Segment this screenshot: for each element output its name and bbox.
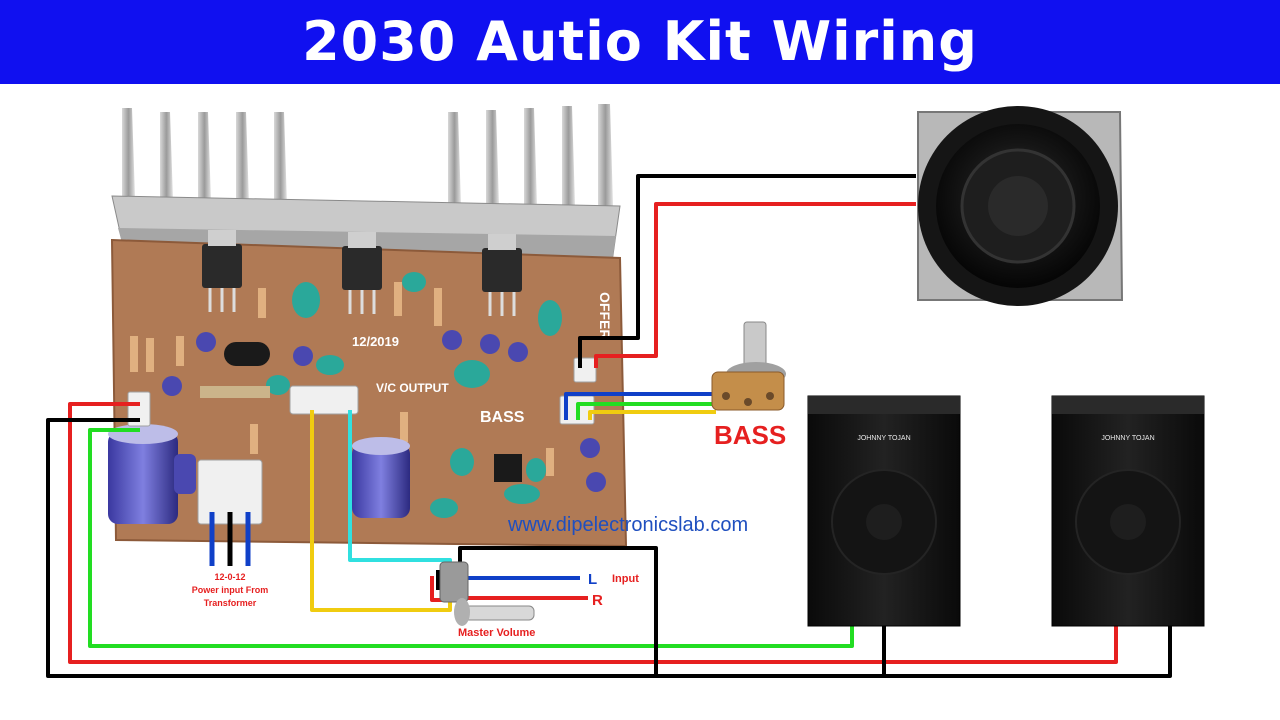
wire-speaker-green: [88, 428, 854, 648]
page-title: 2030 Autio Kit Wiring: [302, 10, 978, 73]
amplifier-board: 12/2019 V/C OUTPUT BASS OFFER: [108, 104, 628, 548]
channel-r-label: R: [592, 592, 603, 609]
board-vc-output-label: V/C OUTPUT: [376, 381, 449, 395]
filter-capacitor-center: [352, 437, 410, 518]
capacitor: [174, 454, 196, 494]
power-label-line3: Transformer: [204, 598, 257, 608]
bass-potentiometer: [711, 321, 786, 411]
board-date-code: 12/2019: [352, 334, 399, 349]
wire-speaker-red: [68, 402, 1118, 664]
power-label-line1: 12-0-12: [214, 572, 245, 582]
wire-volume-black: [458, 546, 658, 676]
speaker-box-left: [807, 395, 961, 627]
title-banner: 2030 Autio Kit Wiring: [0, 0, 1280, 84]
board-bass-label: BASS: [480, 409, 525, 426]
speaker-brand-right: JOHNNY TOJAN: [1101, 435, 1154, 442]
wire-bass-yellow: [588, 410, 716, 420]
bass-pot-label: BASS: [714, 420, 786, 450]
wire-bass-blue: [564, 392, 716, 420]
woofer-connector: [573, 357, 597, 383]
power-ic-right: [482, 234, 522, 316]
woofer-speaker: [917, 106, 1124, 306]
wiring-diagram: 12/2019 V/C OUTPUT BASS OFFER: [46, 104, 1205, 678]
channel-l-label: L: [588, 571, 597, 588]
master-volume-label: Master Volume: [458, 627, 535, 639]
power-ic-middle: [342, 232, 382, 314]
wire-woofer-red: [594, 202, 916, 368]
small-components: [130, 272, 606, 518]
website-url: www.dipelectronicslab.com: [507, 514, 748, 536]
wire-woofer-black: [578, 174, 916, 368]
input-label: Input: [612, 573, 639, 585]
master-volume-potentiometer: [439, 561, 535, 626]
input-connector-left: [127, 391, 151, 427]
wire-bass-green: [576, 402, 716, 420]
power-ic-left: [202, 230, 242, 312]
board-woofer-label: OFFER: [597, 292, 613, 339]
filter-capacitor-left: [108, 424, 178, 524]
wire-speaker-black: [46, 418, 1172, 678]
speaker-box-right: [1051, 395, 1205, 627]
power-label-line2: Power input From: [192, 585, 269, 595]
speaker-brand-left: JOHNNY TOJAN: [857, 435, 910, 442]
vc-output-connector: [289, 385, 359, 415]
